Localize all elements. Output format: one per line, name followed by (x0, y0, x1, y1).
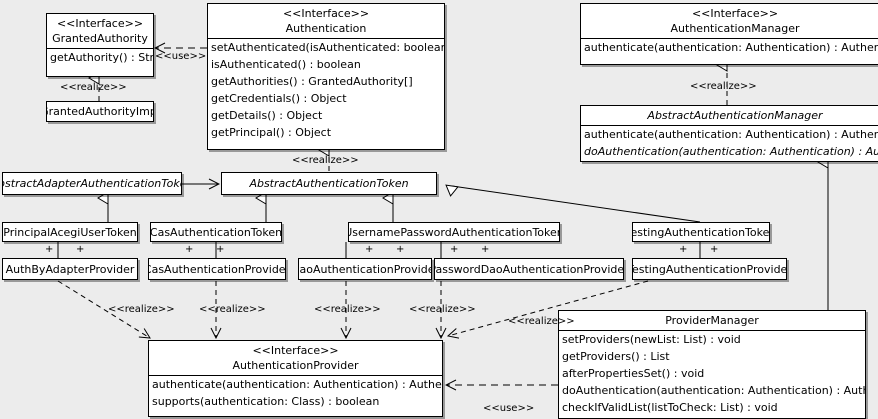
stereotype-label: <<Interface>> (56, 17, 144, 30)
operation-item: getAuthority() : String (50, 51, 154, 64)
operation-item: getAuthorities() : GrantedAuthority[] (211, 75, 413, 88)
operation-item: doAuthentication(authentication: Authent… (584, 145, 878, 158)
class-name: CasAuthenticationProvider (148, 262, 286, 276)
class-abstract-authentication-manager[interactable]: AbstractAuthenticationManager authentica… (580, 105, 878, 162)
class-principal-acegi-user-token[interactable]: PrincipalAcegiUserToken (2, 222, 138, 242)
edge-label-realize-abstract-authentication-token: <<realize>> (292, 155, 359, 166)
class-auth-by-adapter-provider[interactable]: AuthByAdapterProvider (2, 258, 138, 280)
class-name: GrantedAuthorityImpl (46, 105, 154, 118)
operation-item: getPrincipal() : Object (211, 126, 332, 139)
operations-compartment: setProviders(newList: List) : void getPr… (559, 331, 865, 416)
class-abstract-adapter-authentication-token[interactable]: AbstractAdapterAuthenticationToken (2, 172, 182, 195)
class-name: AuthenticationProvider (232, 359, 359, 372)
operation-item: authenticate(authentication: Authenticat… (584, 128, 878, 141)
class-header: <<Interface>> AuthenticationManager (581, 4, 878, 38)
class-name: GrantedAuthority (52, 32, 148, 45)
association-plus-mark: + (710, 244, 719, 255)
class-name: CasAuthenticationToken (150, 225, 282, 239)
edge-label-realize-dao-provider: <<realize>> (314, 304, 381, 315)
edge-label-realize-abstract-authentication-manager: <<realize>> (690, 81, 757, 92)
compartment-divider (47, 48, 153, 49)
class-header: AbstractAuthenticationManager (581, 106, 878, 125)
operation-item: doAuthentication(authentication: Authent… (562, 384, 865, 397)
stereotype-label: <<Interface>> (691, 7, 779, 20)
edge-label-use-provider-manager: <<use>> (483, 403, 535, 414)
edge-label-realize-granted-authority-impl: <<realize>> (60, 82, 127, 93)
stereotype-label: <<Interface>> (252, 344, 339, 357)
compartment-divider (559, 330, 865, 331)
class-name: Authentication (285, 22, 367, 35)
class-name: PrincipalAcegiUserToken (3, 225, 137, 239)
operation-item: authenticate(authentication: Authenticat… (584, 41, 878, 54)
operation-item: isAuthenticated() : boolean (211, 58, 361, 71)
class-name: AbstractAuthenticationToken (249, 177, 409, 190)
class-granted-authority-impl[interactable]: GrantedAuthorityImpl (46, 101, 154, 122)
operation-item: setAuthenticated(isAuthenticated: boolea… (211, 41, 444, 54)
class-testing-authentication-token[interactable]: TestingAuthenticationToken (632, 222, 770, 242)
operations-compartment: authenticate(authentication: Authenticat… (581, 39, 878, 56)
class-granted-authority[interactable]: <<Interface>> GrantedAuthority getAuthor… (46, 13, 154, 77)
class-dao-authentication-provider[interactable]: DaoAuthenticationProvider (298, 258, 432, 280)
class-username-password-authentication-token[interactable]: UsernamePasswordAuthenticationToken (348, 222, 560, 242)
class-provider-manager[interactable]: ProviderManager setProviders(newList: Li… (558, 310, 866, 419)
operation-item: getProviders() : List (562, 350, 670, 363)
class-cas-authentication-token[interactable]: CasAuthenticationToken (150, 222, 282, 242)
association-plus-mark: + (450, 244, 459, 255)
class-header: <<Interface>> AuthenticationProvider (149, 341, 442, 375)
edge-label-realize-testing-provider: <<realize>> (508, 316, 575, 327)
class-name: AbstractAdapterAuthenticationToken (3, 177, 181, 190)
class-name: AuthByAdapterProvider (5, 262, 135, 276)
association-plus-mark: + (216, 244, 225, 255)
class-authentication-manager[interactable]: <<Interface>> AuthenticationManager auth… (580, 3, 878, 65)
class-password-dao-authentication-provider[interactable]: PasswordDaoAuthenticationProvider (434, 258, 624, 280)
association-plus-mark: + (45, 244, 54, 255)
operations-compartment: authenticate(authentication: Authenticat… (149, 376, 442, 410)
class-authentication[interactable]: <<Interface>> Authentication setAuthenti… (207, 3, 445, 150)
compartment-divider (581, 125, 878, 126)
operation-item: authenticate(authentication: Authenticat… (152, 378, 442, 391)
operations-compartment: getAuthority() : String (47, 49, 153, 66)
association-plus-mark: + (396, 244, 405, 255)
compartment-divider (208, 38, 444, 39)
class-name: TestingAuthenticationToken (632, 225, 770, 239)
class-authentication-provider[interactable]: <<Interface>> AuthenticationProvider aut… (148, 340, 443, 417)
class-name: DaoAuthenticationProvider (298, 262, 432, 276)
operation-item: getCredentials() : Object (211, 92, 347, 105)
edge-label-realize-auth-by-adapter-provider: <<realize>> (108, 304, 175, 315)
class-name: AbstractAuthenticationManager (647, 109, 823, 122)
class-header: ProviderManager (559, 311, 865, 330)
operation-item: afterPropertiesSet() : void (562, 367, 705, 380)
class-name: PasswordDaoAuthenticationProvider (434, 262, 624, 276)
operations-compartment: authenticate(authentication: Authenticat… (581, 126, 878, 160)
class-name: UsernamePasswordAuthenticationToken (348, 225, 560, 239)
association-plus-mark: + (185, 244, 194, 255)
association-plus-mark: + (365, 244, 374, 255)
stereotype-label: <<Interface>> (282, 7, 370, 20)
operation-item: supports(authentication: Class) : boolea… (152, 395, 380, 408)
edge-label-realize-password-dao-provider: <<realize>> (409, 304, 476, 315)
edge-label-realize-cas-provider: <<realize>> (199, 304, 266, 315)
association-plus-mark: + (76, 244, 85, 255)
class-abstract-authentication-token[interactable]: AbstractAuthenticationToken (221, 172, 437, 195)
edge-label-use-authentication-granted-authority: <<use>> (155, 51, 207, 62)
class-header: <<Interface>> Authentication (208, 4, 444, 38)
compartment-divider (581, 38, 878, 39)
class-name: ProviderManager (665, 314, 759, 327)
association-plus-mark: + (679, 244, 688, 255)
operation-item: getDetails() : Object (211, 109, 323, 122)
operation-item: checkIfValidList(listToCheck: List) : vo… (562, 401, 778, 414)
operation-item: setProviders(newList: List) : void (562, 333, 741, 346)
class-name: AuthenticationManager (670, 22, 800, 35)
class-cas-authentication-provider[interactable]: CasAuthenticationProvider (148, 258, 286, 280)
operations-compartment: setAuthenticated(isAuthenticated: boolea… (208, 39, 444, 141)
class-testing-authentication-provider[interactable]: TestingAuthenticationProvider (632, 258, 787, 280)
class-header: <<Interface>> GrantedAuthority (47, 14, 153, 48)
association-plus-mark: + (481, 244, 490, 255)
class-name: TestingAuthenticationProvider (632, 262, 787, 276)
compartment-divider (149, 375, 442, 376)
